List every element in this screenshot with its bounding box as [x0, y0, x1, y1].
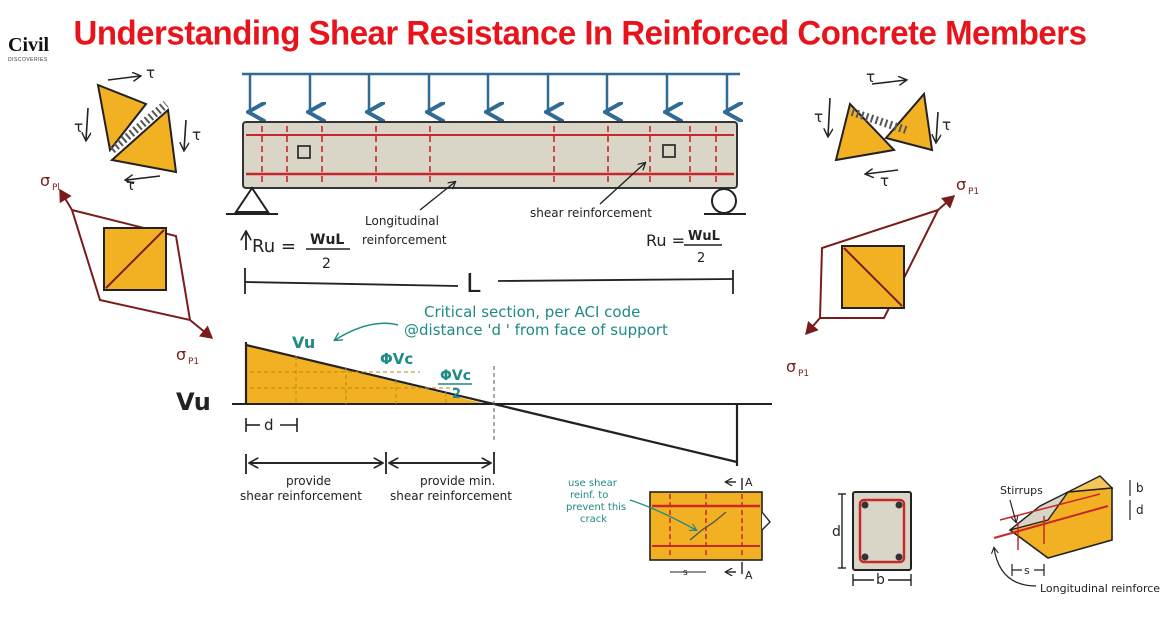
phi-vc-half-den: 2 [452, 387, 461, 402]
sigma-p1-label: σ [176, 345, 186, 364]
vu-axis-label: Vu [176, 388, 211, 416]
logo-subtitle: DISCOVERIES [8, 57, 48, 63]
civil-discoveries-logo: Civil DISCOVERIES [8, 34, 72, 74]
section-b: b [876, 572, 885, 588]
crack-note-line: reinf. to [570, 490, 608, 501]
reaction-right: Ru = WuL 2 [646, 229, 722, 266]
section-a-top: A [745, 476, 753, 489]
longitudinal-reinf-label: Longitudinal reinforcement [1040, 582, 1160, 595]
phi-vc-half-num: ΦVc [440, 368, 471, 384]
critical-section-note: Critical section, per ACI code @distance… [335, 303, 668, 340]
shear-triangles-right: τ τ τ τ [814, 68, 951, 190]
longitudinal-label: Longitudinal reinforcement [362, 182, 455, 247]
reaction-left: Ru = WuL 2 [246, 232, 350, 272]
provide-2b: shear reinforcement [390, 489, 512, 503]
provide-1: provide [286, 474, 331, 488]
critical-text-1: Critical section, per ACI code [424, 303, 640, 321]
longitudinal-text-2: reinforcement [362, 233, 447, 247]
d-label: d [264, 416, 274, 434]
tau-label: τ [126, 176, 135, 194]
roller-support [704, 188, 746, 215]
isometric-beam: Stirrups b d s Longitudinal reinforcemen… [994, 475, 1160, 595]
reaction-left-den: 2 [322, 256, 331, 272]
reaction-left-num: WuL [310, 232, 344, 248]
section-a-bottom: A [745, 569, 753, 582]
sigma-p1-sub: P1 [188, 357, 199, 367]
beam [242, 121, 738, 189]
sigma-p1-label: σ [786, 357, 796, 376]
tau-label: τ [880, 172, 889, 190]
vu-label: Vu [292, 333, 315, 352]
shear-reinf-text: shear reinforcement [530, 206, 652, 220]
crack-note-line: prevent this [566, 502, 626, 513]
crack-note: use shear reinf. to prevent this crack [566, 478, 696, 530]
phi-vc-label: ΦVc [380, 350, 413, 368]
iso-d: d [1136, 503, 1144, 517]
tau-label: τ [814, 108, 823, 126]
sigma-p1-sub: P1 [968, 187, 979, 197]
reaction-right-num: WuL [688, 229, 720, 244]
cross-section: d b [832, 491, 912, 588]
shear-reinforcement-label: shear reinforcement [530, 163, 652, 220]
tau-label: τ [146, 64, 155, 82]
principal-stress-element-left: σ Pl σ P1 [40, 171, 214, 367]
provide-1b: shear reinforcement [240, 489, 362, 503]
span-label: L [466, 269, 481, 299]
distributed-load [242, 72, 740, 112]
tau-label: τ [74, 118, 83, 136]
d-dimension: d [245, 416, 298, 434]
logo-word: Civil [8, 34, 50, 56]
iso-b: b [1136, 481, 1144, 495]
provide-2: provide min. [420, 474, 495, 488]
shear-triangles-left: τ τ τ τ [74, 64, 201, 194]
spacing-s: s [683, 568, 688, 578]
principal-stress-element-right: σ P1 σ P1 [786, 175, 979, 379]
span-dimension: L [244, 268, 734, 299]
reaction-left-r: Ru = [252, 236, 296, 257]
critical-text-2: @distance 'd ' from face of support [404, 321, 668, 339]
reaction-right-r: Ru = [646, 231, 685, 250]
longitudinal-text-1: Longitudinal [365, 214, 439, 228]
sigma-p1-sub: P1 [798, 369, 809, 379]
shear-force-diagram: Vu Vu ΦVc ΦVc 2 [176, 333, 772, 466]
iso-s: s [1024, 564, 1030, 577]
crack-note-line: use shear [568, 478, 618, 489]
tau-label: τ [942, 116, 951, 134]
tau-label: τ [192, 126, 201, 144]
sigma-p1-label: σ [956, 175, 966, 194]
sigma-p1-sub: Pl [52, 183, 60, 193]
section-d: d [832, 524, 841, 540]
crack-detail: A A s use shear reinf. to prevent this c… [566, 476, 771, 582]
pin-support [226, 186, 278, 215]
tau-label: τ [866, 68, 875, 86]
reaction-right-den: 2 [697, 251, 705, 266]
page-title: Understanding Shear Resistance In Reinfo… [73, 13, 1087, 52]
sigma-p1-label: σ [40, 171, 50, 190]
stirrups-label: Stirrups [1000, 484, 1043, 497]
provide-dimensions: provide shear reinforcement provide min.… [240, 452, 512, 503]
crack-note-line: crack [580, 514, 607, 525]
